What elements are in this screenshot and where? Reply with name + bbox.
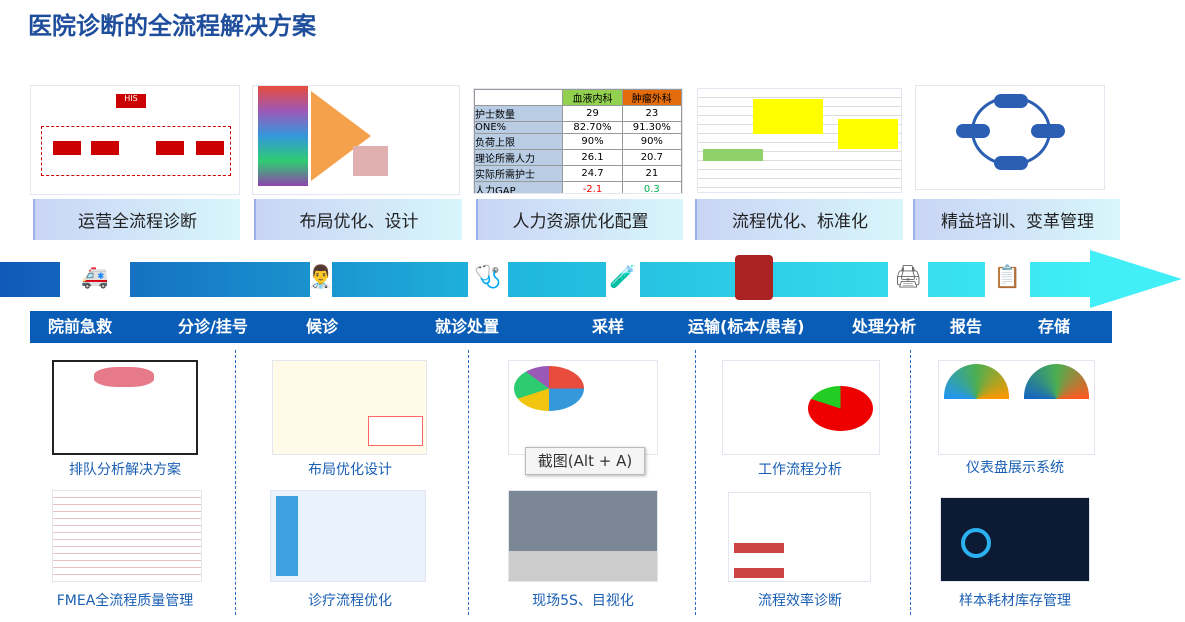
caption-workflow-analysis: 工作流程分析 (758, 462, 842, 478)
caption-treatment-flow: 诊疗流程优化 (308, 593, 392, 609)
column-divider (468, 350, 469, 615)
layout-design-thumbnail (272, 360, 427, 455)
workflow-analysis-thumbnail (722, 360, 880, 455)
step-sampling: 采样 (592, 317, 625, 336)
queue-floorplan-thumbnail (52, 360, 198, 455)
caption-queue-analysis: 排队分析解决方案 (69, 462, 181, 478)
inventory-dashboard-thumbnail (940, 497, 1090, 582)
process-steps-bar: 院前急救 分诊/挂号 候诊 就诊处置 采样 运输(标本/患者) 处理分析 报告 … (30, 311, 1112, 343)
label-layout-optimization: 布局优化、设计 (254, 199, 462, 240)
caption-efficiency: 流程效率诊断 (758, 593, 842, 609)
step-storage: 存储 (1038, 317, 1071, 336)
step-analysis: 处理分析 (852, 317, 917, 336)
caption-layout-design: 布局优化设计 (308, 462, 392, 478)
analyzer-icon: 🖨 (888, 255, 928, 300)
column-divider (235, 350, 236, 615)
step-waiting: 候诊 (306, 317, 339, 336)
caption-5s: 现场5S、目视化 (532, 593, 634, 609)
fmea-table-thumbnail (52, 490, 202, 582)
specimen-rack-icon (735, 255, 773, 300)
caption-inventory: 样本耗材库存管理 (959, 593, 1071, 609)
column-divider (910, 350, 911, 615)
label-operations-diagnosis: 运营全流程诊断 (33, 199, 240, 240)
process-spreadsheet-thumbnail (697, 88, 902, 193)
column-divider (695, 350, 696, 615)
lab-5s-photo (508, 490, 658, 582)
step-report: 报告 (950, 317, 983, 336)
process-arrow-head (1090, 250, 1182, 308)
label-hr-optimization: 人力资源优化配置 (476, 199, 683, 240)
lean-cycle-thumbnail (915, 85, 1105, 190)
screenshot-tooltip: 截图(Alt + A) (525, 447, 645, 475)
efficiency-diagnosis-thumbnail (728, 492, 871, 582)
flow-diagram-thumbnail: HIS (30, 85, 240, 195)
step-consultation: 就诊处置 (435, 317, 500, 336)
process-arrow-band (0, 262, 1095, 297)
dashboard-gauges-thumbnail (938, 360, 1095, 455)
caption-fmea: FMEA全流程质量管理 (56, 593, 194, 609)
treatment-icon: 🩺 (468, 255, 508, 300)
report-icon: 📋 (985, 255, 1030, 300)
page-title: 医院诊断的全流程解决方案 (28, 12, 316, 40)
his-box: HIS (116, 94, 146, 108)
label-lean-training: 精益培训、变革管理 (913, 199, 1120, 240)
label-process-standardization: 流程优化、标准化 (695, 199, 903, 240)
sampling-charts-thumbnail (508, 360, 658, 455)
layout-matrix-thumbnail (252, 85, 460, 195)
test-tube-icon: 🧪 (606, 255, 640, 300)
step-triage: 分诊/挂号 (178, 317, 248, 336)
ambulance-icon: 🚑 (60, 255, 130, 300)
step-prehospital: 院前急救 (48, 317, 113, 336)
caption-dashboard: 仪表盘展示系统 (966, 460, 1064, 476)
step-transport: 运输(标本/患者) (688, 317, 805, 336)
treatment-flow-thumbnail (270, 490, 426, 582)
doctor-icon: 👨‍⚕️ (307, 255, 335, 300)
